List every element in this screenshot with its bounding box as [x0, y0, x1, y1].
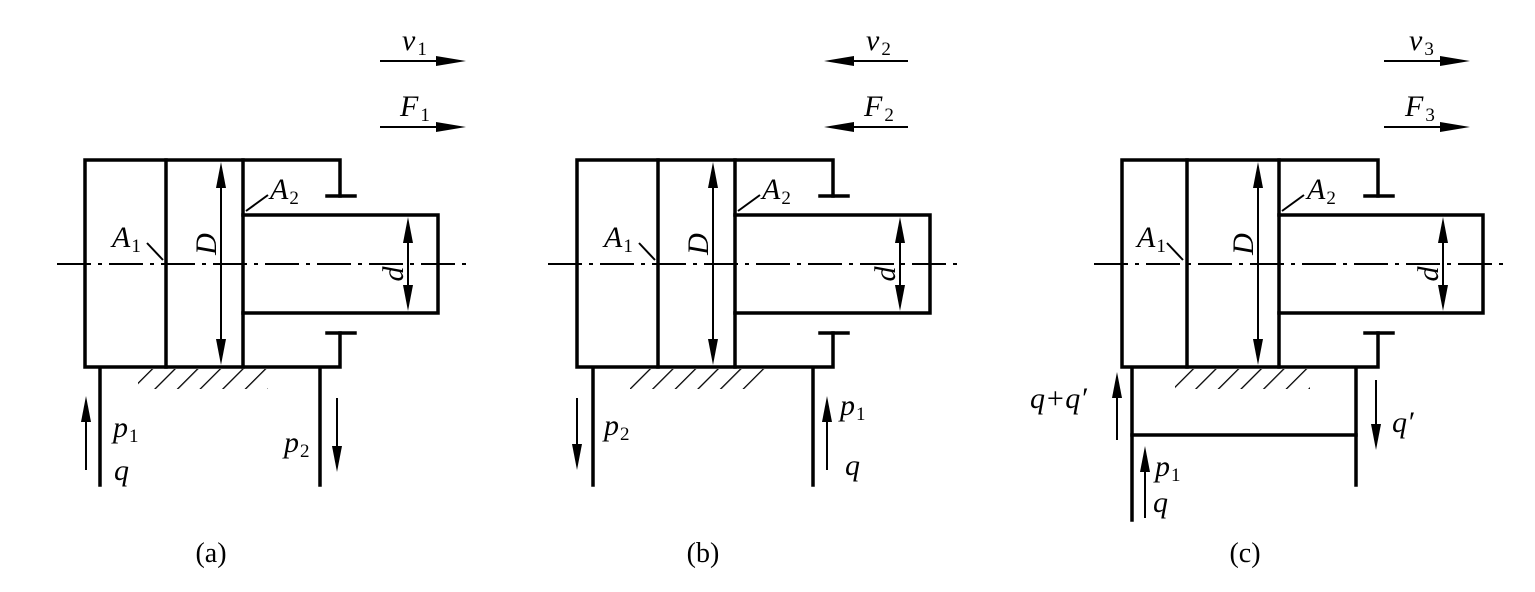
svg-text:p1: p1 — [838, 389, 866, 425]
svg-text:A2: A2 — [1305, 173, 1336, 209]
svg-text:p2: p2 — [282, 426, 310, 462]
svg-text:v2: v2 — [866, 24, 891, 60]
svg-text:d: d — [1412, 266, 1445, 282]
svg-text:A1: A1 — [1135, 221, 1166, 257]
area-a1-label-b: A1 — [602, 221, 656, 261]
svg-text:D: D — [190, 233, 223, 256]
caption-c: (c) — [1229, 538, 1260, 569]
combined-flow-arrow-c — [1112, 372, 1122, 440]
svg-text:F2: F2 — [863, 90, 894, 126]
inflow-arrow-a — [81, 396, 91, 470]
svg-text:p2: p2 — [602, 409, 630, 445]
svg-text:p1: p1 — [111, 411, 139, 447]
ground-hatch-c — [1175, 369, 1310, 389]
rod-dimension-c: d — [1412, 217, 1448, 311]
area-a1-label-a: A1 — [110, 221, 164, 261]
svg-text:D: D — [682, 233, 715, 256]
svg-text:p1: p1 — [1153, 450, 1181, 486]
svg-text:A2: A2 — [760, 173, 791, 209]
svg-text:A1: A1 — [110, 221, 141, 257]
differential-circuit-c — [1130, 367, 1358, 522]
caption-b: (b) — [687, 538, 720, 569]
svg-text:A1: A1 — [602, 221, 633, 257]
svg-text:q: q — [845, 449, 860, 482]
svg-text:d: d — [377, 266, 410, 282]
svg-text:F1: F1 — [399, 90, 430, 126]
area-a2-label-c: A2 — [1281, 173, 1336, 212]
return-flow-label-c: q′ — [1392, 406, 1414, 439]
ground-hatch-a — [138, 369, 268, 389]
return-flow-arrow-c — [1371, 380, 1381, 450]
rod-dimension-a: d — [377, 217, 413, 311]
supply-arrow-c — [1140, 446, 1150, 518]
bore-dimension-a: D — [190, 162, 226, 365]
outflow-arrow-b — [572, 398, 582, 470]
svg-text:D: D — [1227, 233, 1260, 256]
caption-a: (a) — [195, 538, 226, 569]
area-a2-label-a: A2 — [245, 173, 299, 212]
bore-dimension-c: D — [1227, 162, 1263, 365]
area-a1-label-c: A1 — [1135, 221, 1184, 261]
svg-text:q: q — [114, 454, 129, 487]
svg-text:q: q — [1153, 486, 1168, 519]
svg-text:v3: v3 — [1409, 24, 1434, 60]
svg-text:F3: F3 — [1404, 90, 1435, 126]
rod-dimension-b: d — [869, 217, 905, 311]
outflow-arrow-a — [332, 398, 342, 472]
svg-text:A2: A2 — [268, 173, 299, 209]
ground-hatch-b — [630, 369, 765, 389]
combined-flow-label-c: q+q′ — [1030, 382, 1087, 415]
inflow-arrow-b — [822, 396, 832, 470]
bore-dimension-b: D — [682, 162, 718, 365]
svg-text:v1: v1 — [402, 24, 427, 60]
area-a2-label-b: A2 — [737, 173, 791, 212]
svg-text:d: d — [869, 266, 902, 282]
